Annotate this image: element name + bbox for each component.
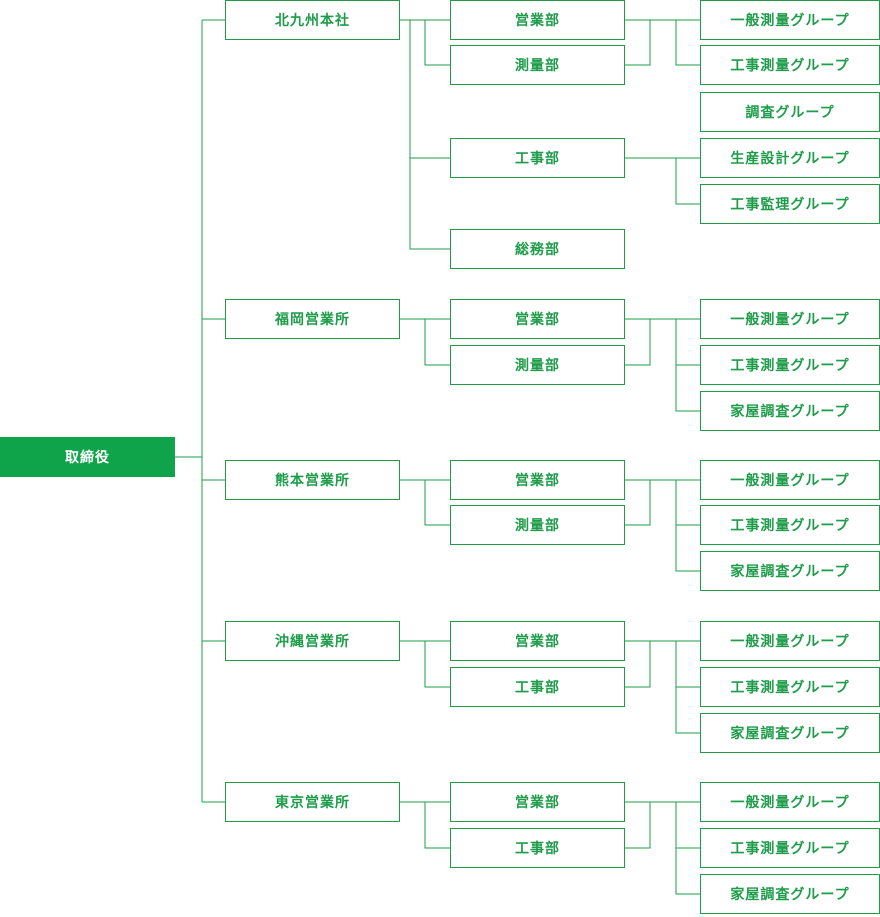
fukuoka-group-general-survey: 一般測量グループ xyxy=(700,299,880,339)
root-node-torishimariyaku: 取締役 xyxy=(0,437,175,477)
tokyo-dept-construction: 工事部 xyxy=(450,828,625,868)
fukuoka-dept-survey: 測量部 xyxy=(450,345,625,385)
kumamoto-group-construction-survey: 工事測量グループ xyxy=(700,505,880,545)
kumamoto-dept-survey: 測量部 xyxy=(450,505,625,545)
kitakyushu-group-investigation: 調査グループ xyxy=(700,92,880,132)
kitakyushu-group-construction-survey: 工事測量グループ xyxy=(700,45,880,85)
okinawa-group-general-survey: 一般測量グループ xyxy=(700,621,880,661)
fukuoka-group-construction-survey: 工事測量グループ xyxy=(700,345,880,385)
kitakyushu-group-general-survey: 一般測量グループ xyxy=(700,0,880,40)
kitakyushu-dept-construction: 工事部 xyxy=(450,138,625,178)
branch-okinawa: 沖縄営業所 xyxy=(225,621,400,661)
kitakyushu-dept-survey: 測量部 xyxy=(450,45,625,85)
okinawa-dept-sales: 営業部 xyxy=(450,621,625,661)
kitakyushu-dept-general-affairs: 総務部 xyxy=(450,229,625,269)
tokyo-group-house-investigation: 家屋調査グループ xyxy=(700,874,880,914)
kumamoto-group-general-survey: 一般測量グループ xyxy=(700,460,880,500)
kitakyushu-group-production-design: 生産設計グループ xyxy=(700,138,880,178)
tokyo-dept-sales: 営業部 xyxy=(450,782,625,822)
tokyo-group-general-survey: 一般測量グループ xyxy=(700,782,880,822)
okinawa-dept-construction: 工事部 xyxy=(450,667,625,707)
branch-kumamoto: 熊本営業所 xyxy=(225,460,400,500)
okinawa-group-construction-survey: 工事測量グループ xyxy=(700,667,880,707)
branch-tokyo: 東京営業所 xyxy=(225,782,400,822)
tokyo-group-construction-survey: 工事測量グループ xyxy=(700,828,880,868)
okinawa-group-house-investigation: 家屋調査グループ xyxy=(700,713,880,753)
kitakyushu-group-construction-supervision: 工事監理グループ xyxy=(700,184,880,224)
fukuoka-group-house-investigation: 家屋調査グループ xyxy=(700,391,880,431)
kumamoto-dept-sales: 営業部 xyxy=(450,460,625,500)
kitakyushu-dept-sales: 営業部 xyxy=(450,0,625,40)
fukuoka-dept-sales: 営業部 xyxy=(450,299,625,339)
branch-fukuoka: 福岡営業所 xyxy=(225,299,400,339)
branch-kitakyushu: 北九州本社 xyxy=(225,0,400,40)
kumamoto-group-house-investigation: 家屋調査グループ xyxy=(700,551,880,591)
